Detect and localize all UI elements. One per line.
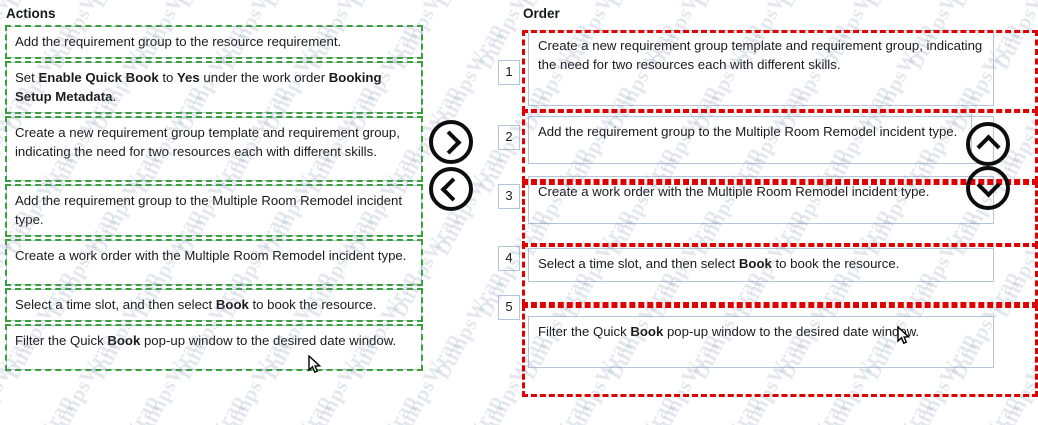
order-item[interactable]: Create a work order with the Multiple Ro… xyxy=(528,176,994,224)
action-item[interactable]: Select a time slot, and then select Book… xyxy=(5,288,423,322)
order-number-box: 3 xyxy=(498,184,520,209)
watermark-text: DumpsWrap xyxy=(258,391,336,425)
order-item[interactable]: Create a new requirement group template … xyxy=(528,30,994,106)
order-list: 1 Create a new requirement group template… xyxy=(496,26,1038,421)
move-left-button[interactable] xyxy=(429,167,473,211)
order-item-label: Create a new requirement group template … xyxy=(538,38,983,72)
watermark-text: DumpsWrap xyxy=(172,391,250,425)
chevron-right-icon xyxy=(437,129,462,155)
actions-column-header: Actions xyxy=(6,6,56,21)
watermark-text: DumpsWrap xyxy=(0,391,78,425)
order-item[interactable]: Select a time slot, and then select Book… xyxy=(528,248,994,282)
order-item-label: Select a time slot, and then select Book… xyxy=(538,256,900,271)
order-number-label: 2 xyxy=(505,129,513,144)
watermark-text: DumpsWrap xyxy=(860,0,938,12)
action-item[interactable]: Add the requirement group to the resourc… xyxy=(5,25,423,59)
watermark-text: DumpsWrap xyxy=(258,0,336,12)
watermark-text: DumpsWrap xyxy=(774,0,852,12)
action-item-label: Create a new requirement group template … xyxy=(15,125,400,159)
order-number-label: 1 xyxy=(505,64,513,79)
action-item[interactable]: Add the requirement group to the Multipl… xyxy=(5,184,423,237)
move-right-button[interactable] xyxy=(429,120,473,164)
action-item-label: Select a time slot, and then select Book… xyxy=(15,297,377,312)
order-column-header: Order xyxy=(523,6,560,21)
watermark-text: DumpsWrap xyxy=(86,0,164,12)
watermark-text: DumpsWrap xyxy=(946,0,1024,12)
action-item-label: Add the requirement group to the Multipl… xyxy=(15,193,403,227)
action-item-label: Add the requirement group to the resourc… xyxy=(15,34,342,49)
action-item-selection-outline xyxy=(5,61,423,114)
action-item-label: Create a work order with the Multiple Ro… xyxy=(15,248,407,263)
watermark-text: DumpsWrap xyxy=(1032,0,1038,12)
action-item-label: Set Enable Quick Book to Yes under the w… xyxy=(15,70,382,104)
order-item-label: Add the requirement group to the Multipl… xyxy=(538,124,958,139)
order-number-box: 5 xyxy=(498,295,520,320)
watermark-text: DumpsWrap xyxy=(344,391,422,425)
order-number-box: 1 xyxy=(498,60,520,85)
watermark-text: DumpsWrap xyxy=(688,0,766,12)
watermark-text: DumpsWrap xyxy=(602,0,680,12)
watermark-text: DumpsWrap xyxy=(344,0,422,12)
order-item[interactable]: Filter the Quick Book pop-up window to t… xyxy=(528,316,994,368)
watermark-text: DumpsWrap xyxy=(172,0,250,12)
order-number-label: 5 xyxy=(505,299,513,314)
order-item-label: Create a work order with the Multiple Ro… xyxy=(538,184,930,199)
order-number-label: 4 xyxy=(505,250,513,265)
order-number-label: 3 xyxy=(505,188,513,203)
watermark-text: DumpsWrap xyxy=(86,391,164,425)
order-item[interactable]: Add the requirement group to the Multipl… xyxy=(528,116,994,164)
action-item[interactable]: Create a work order with the Multiple Ro… xyxy=(5,239,423,286)
move-down-button[interactable] xyxy=(966,166,1010,210)
order-number-box: 2 xyxy=(498,125,520,150)
action-item[interactable]: Create a new requirement group template … xyxy=(5,116,423,182)
chevron-left-icon xyxy=(440,176,465,202)
move-up-button[interactable] xyxy=(966,122,1010,166)
order-item-label: Filter the Quick Book pop-up window to t… xyxy=(538,324,920,339)
order-number-box: 4 xyxy=(498,246,520,271)
chevron-down-icon xyxy=(975,173,1001,198)
actions-list: Add the requirement group to the resourc… xyxy=(5,25,423,374)
action-item[interactable]: Filter the Quick Book pop-up window to t… xyxy=(5,324,423,371)
action-item-label: Filter the Quick Book pop-up window to t… xyxy=(15,333,397,348)
action-item[interactable]: Set Enable Quick Book to Yes under the w… xyxy=(5,61,423,114)
action-item-selection-outline xyxy=(5,184,423,237)
chevron-up-icon xyxy=(975,134,1001,159)
watermark-text: DumpsWrap xyxy=(430,0,508,12)
